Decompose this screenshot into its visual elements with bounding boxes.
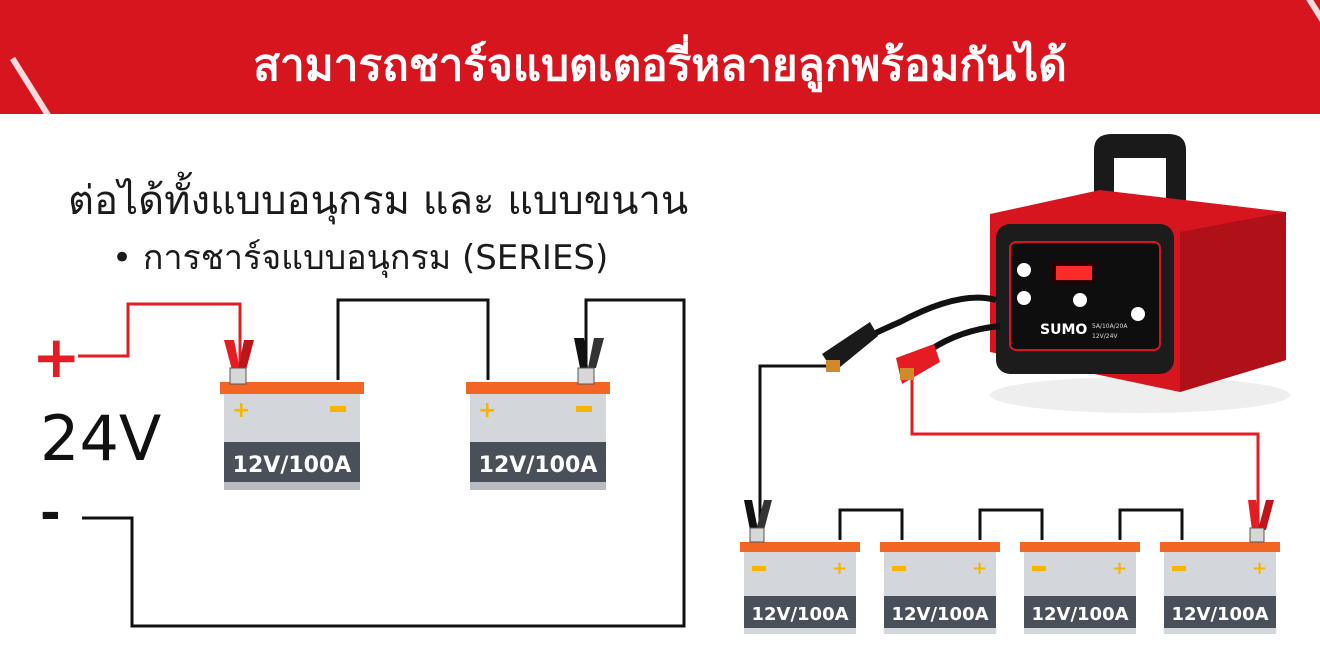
voltage-label: 24V (40, 402, 162, 475)
bottom-link-wire-3 (1118, 508, 1184, 540)
bottom-link-wire-1 (838, 508, 904, 540)
charger-panel-label-2: 12V/24V (1092, 333, 1118, 340)
plus-terminal-symbol: + (972, 558, 987, 579)
bottom-battery-2: + 12V/100A (880, 542, 1000, 634)
black-clamp-icon (574, 338, 604, 385)
plus-terminal-symbol: + (232, 398, 250, 423)
battery-label: 12V/100A (1171, 604, 1268, 625)
battery-charger: SUMO 5A/10A/20A 12V/24V (822, 134, 1290, 413)
red-clamp-icon (224, 340, 254, 385)
plus-terminal-symbol: + (832, 558, 847, 579)
battery-label: 12V/100A (233, 453, 352, 478)
bottom-battery-1: + 12V/100A (740, 542, 860, 634)
battery-label: 12V/100A (891, 604, 988, 625)
battery-label: 12V/100A (479, 453, 598, 478)
red-clamp-icon (1248, 500, 1274, 543)
series-positive-wire (78, 302, 242, 380)
series-battery-2: + 12V/100A (466, 382, 610, 490)
charger-black-wire (758, 364, 840, 540)
charger-panel-label-1: 5A/10A/20A (1092, 323, 1128, 330)
charger-black-clamp (822, 322, 878, 372)
series-battery-1: + 12V/100A (220, 382, 364, 490)
bottom-battery-4: + 12V/100A (1160, 542, 1280, 634)
series-black-wire (82, 298, 686, 628)
plus-terminal-symbol: + (1112, 558, 1127, 579)
plus-terminal-symbol: + (1252, 558, 1267, 579)
title-banner: สามารถชาร์จแบตเตอรี่หลายลูกพร้อมกันได้ (0, 0, 1320, 188)
charger-handle (1094, 134, 1186, 210)
battery-label: 12V/100A (1031, 604, 1128, 625)
positive-symbol: + (32, 323, 81, 391)
bottom-battery-3: + 12V/100A (1020, 542, 1140, 634)
black-clamp-icon (744, 500, 772, 543)
battery-label: 12V/100A (751, 604, 848, 625)
bottom-link-wire-2 (978, 508, 1044, 540)
charger-red-wire (910, 378, 1260, 540)
subheading: • การชาร์จแบบอนุกรม (SERIES) (112, 238, 609, 278)
banner-title: สามารถชาร์จแบตเตอรี่หลายลูกพร้อมกันได้ (253, 40, 1067, 91)
heading: ต่อได้ทั้งแบบอนุกรม และ แบบขนาน (68, 178, 689, 224)
charger-brand: SUMO (1040, 322, 1087, 338)
plus-terminal-symbol: + (478, 398, 496, 423)
negative-symbol: - (40, 484, 61, 542)
series-link-wire (336, 298, 490, 380)
